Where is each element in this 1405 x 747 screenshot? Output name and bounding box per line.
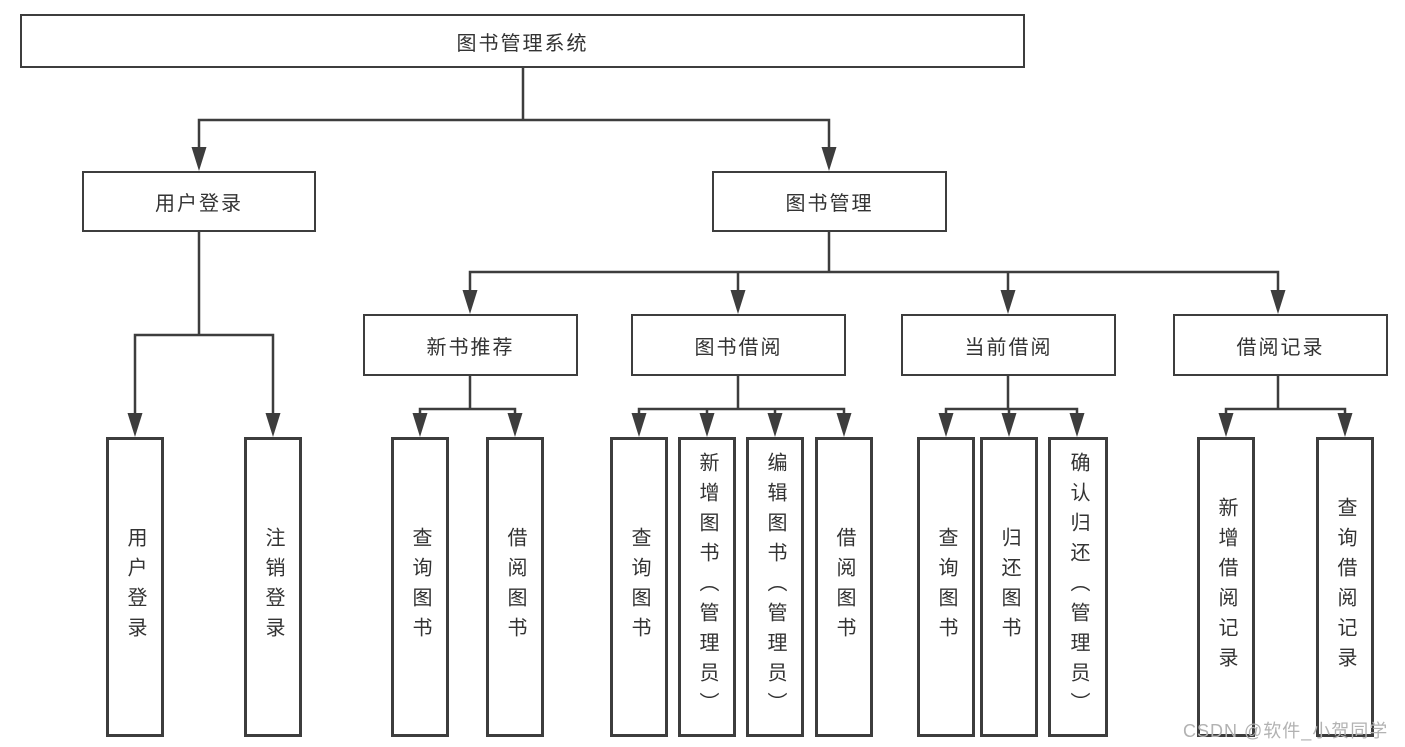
- leaf-logout: 注销登录: [244, 437, 302, 737]
- node-current-borrow-label: 当前借阅: [964, 336, 1053, 359]
- leaf-confirm-return-admin-label: 确认归还（管理员）: [1067, 452, 1089, 722]
- leaf-logout-label: 注销登录: [262, 527, 284, 647]
- node-borrow-records-label: 借阅记录: [1236, 336, 1325, 359]
- leaf-query-borrow-record-label: 查询借阅记录: [1334, 497, 1356, 677]
- node-book-management: 图书管理: [712, 171, 947, 232]
- node-root-label: 图书管理系统: [456, 32, 589, 55]
- node-root: 图书管理系统: [20, 14, 1025, 68]
- connector-new-book-children: [418, 374, 517, 420]
- node-book-borrow: 图书借阅: [631, 314, 846, 376]
- node-user-login: 用户登录: [82, 171, 316, 232]
- leaf-query-books-3: 查询图书: [917, 437, 975, 737]
- leaf-borrow-books-1: 借阅图书: [486, 437, 544, 737]
- leaf-user-login: 用户登录: [106, 437, 164, 737]
- connector-current-borrow-children: [944, 374, 1079, 420]
- leaf-add-books-admin-label: 新增图书（管理员）: [696, 452, 718, 722]
- arrowheads: [127, 147, 1353, 437]
- leaf-query-books-2-label: 查询图书: [628, 527, 650, 647]
- connector-book-mgmt-children: [468, 230, 1280, 298]
- leaf-query-books-2: 查询图书: [610, 437, 668, 737]
- leaf-query-books-1: 查询图书: [391, 437, 449, 737]
- leaf-add-borrow-record-label: 新增借阅记录: [1215, 497, 1237, 677]
- leaf-query-books-1-label: 查询图书: [409, 527, 431, 647]
- connector-borrow-record-children: [1224, 374, 1347, 420]
- node-user-login-label: 用户登录: [155, 193, 243, 215]
- leaf-add-books-admin: 新增图书（管理员）: [678, 437, 736, 737]
- leaf-borrow-books-2-label: 借阅图书: [833, 527, 855, 647]
- leaf-user-login-label: 用户登录: [124, 527, 146, 647]
- node-book-borrow-label: 图书借阅: [694, 336, 783, 359]
- leaf-add-borrow-record: 新增借阅记录: [1197, 437, 1255, 737]
- leaf-borrow-books-1-label: 借阅图书: [504, 527, 526, 647]
- connector-user-login-children: [133, 230, 275, 420]
- leaf-edit-books-admin-label: 编辑图书（管理员）: [764, 452, 786, 722]
- leaf-query-borrow-record: 查询借阅记录: [1316, 437, 1374, 737]
- connector-book-borrow-children: [637, 374, 846, 420]
- leaf-confirm-return-admin: 确认归还（管理员）: [1048, 437, 1108, 737]
- leaf-return-books-label: 归还图书: [998, 527, 1020, 647]
- leaf-return-books: 归还图书: [980, 437, 1038, 737]
- node-new-book-recommend-label: 新书推荐: [426, 336, 515, 359]
- node-borrow-records: 借阅记录: [1173, 314, 1388, 376]
- leaf-borrow-books-2: 借阅图书: [815, 437, 873, 737]
- node-new-book-recommend: 新书推荐: [363, 314, 578, 376]
- node-current-borrow: 当前借阅: [901, 314, 1116, 376]
- connector-root-to-level2: [197, 66, 831, 154]
- node-book-management-label: 图书管理: [785, 193, 874, 215]
- csdn-watermark: CSDN @软件_小贺同学: [1183, 721, 1389, 741]
- leaf-query-books-3-label: 查询图书: [935, 527, 957, 647]
- leaf-edit-books-admin: 编辑图书（管理员）: [746, 437, 804, 737]
